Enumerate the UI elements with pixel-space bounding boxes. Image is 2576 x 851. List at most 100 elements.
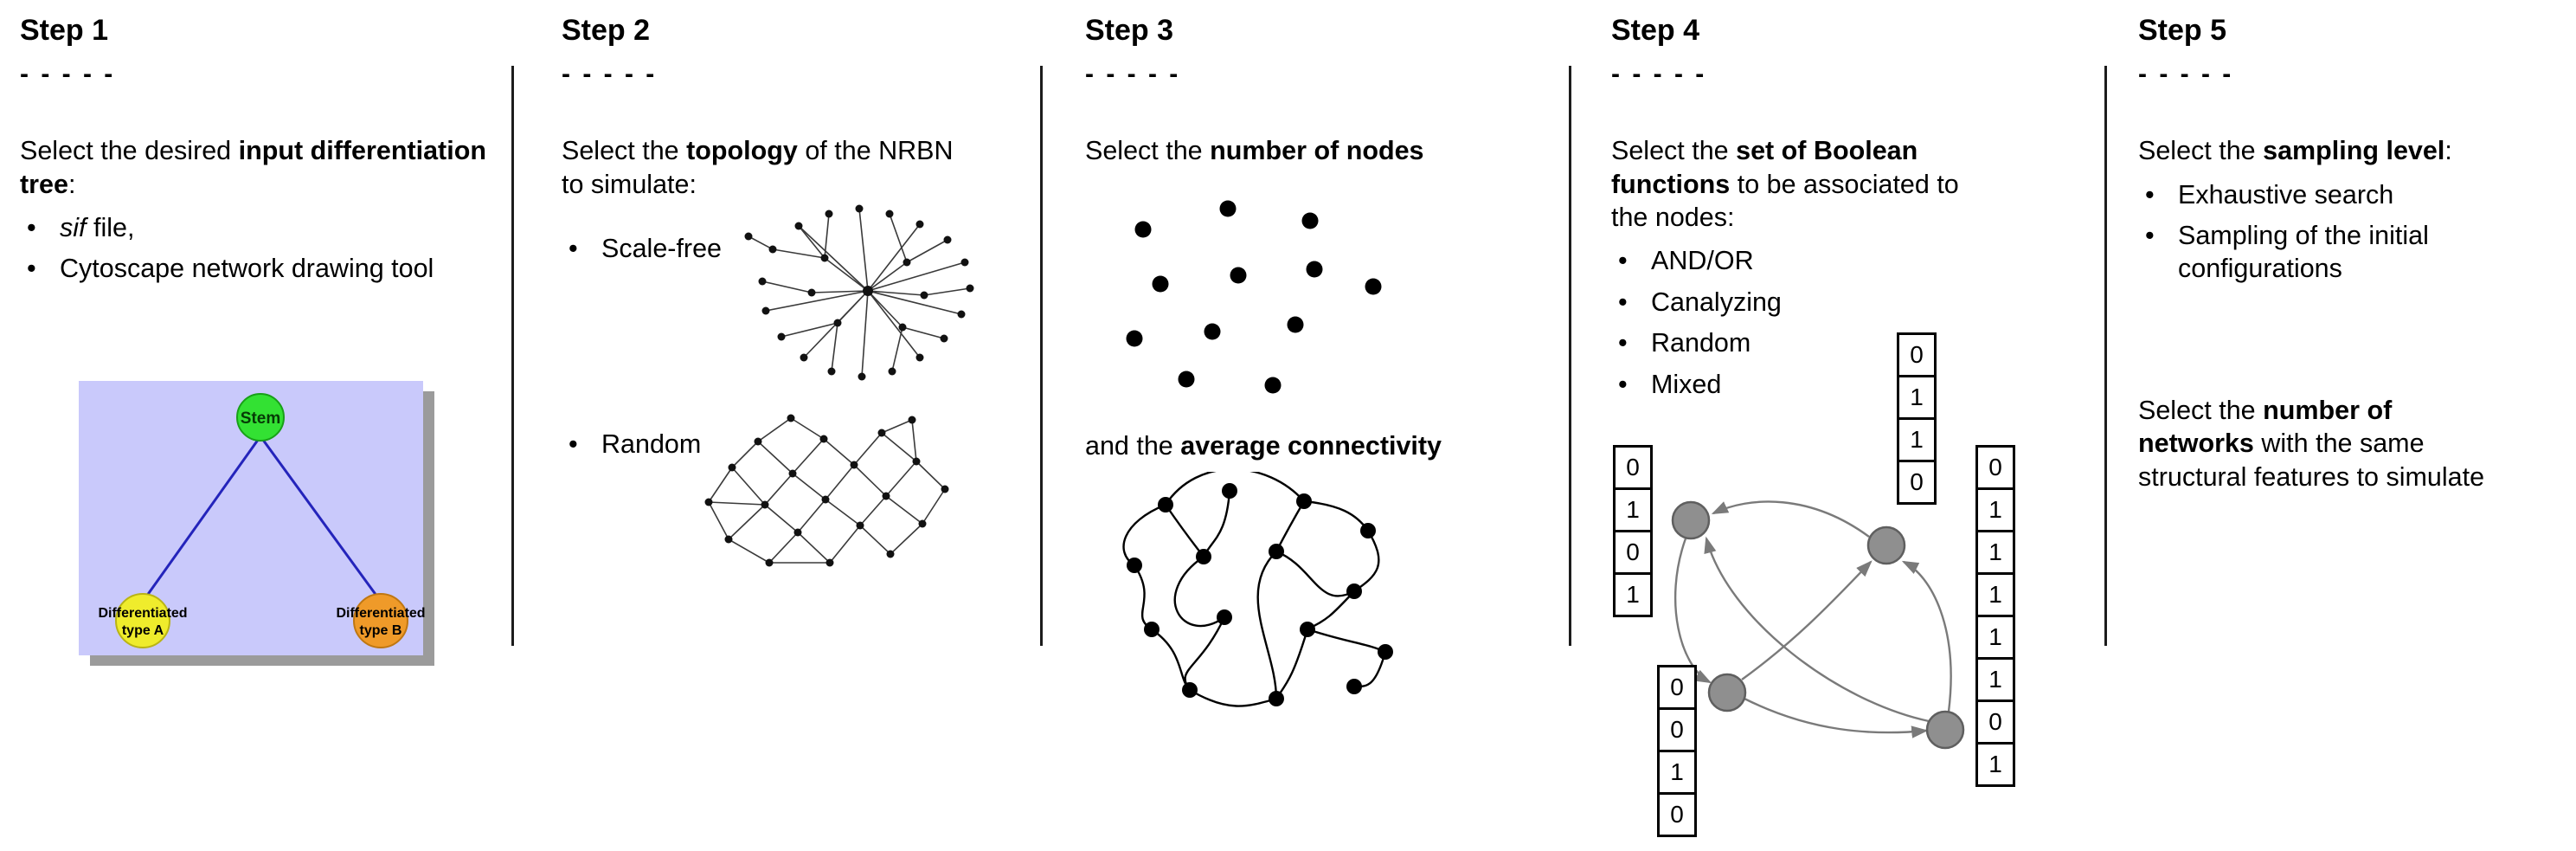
boolean-node-d — [1925, 710, 1965, 750]
connectivity-nodes — [1127, 483, 1393, 706]
bullet-dot: • — [1618, 328, 1628, 358]
truth-cell: 0 — [1657, 665, 1697, 710]
truth-cell: 1 — [1975, 615, 2015, 660]
step4-intro-post: to be associated to the nodes: — [1611, 169, 1959, 232]
step3-line1: Select the number of nodes — [1085, 134, 1557, 167]
random-nodes — [704, 414, 949, 567]
type-a-label-line1: Differentiated — [98, 606, 187, 621]
step5-second-bold2: networks — [2138, 429, 2254, 459]
step2-bullet-scale-free-text: Scale-free — [601, 234, 723, 263]
step1-intro: Select the desired input differentiation… — [20, 134, 494, 201]
column-separator-1 — [511, 66, 514, 646]
nodes-dots-graphic — [1126, 200, 1382, 394]
step3-line1-pre: Select the — [1085, 136, 1211, 166]
truth-table-bottom-left: 0 0 1 0 — [1657, 665, 1697, 837]
step1-intro-pre: Select the desired — [20, 136, 239, 166]
step3-line2-pre: and the — [1085, 431, 1181, 461]
step2-bullet-random: • Random — [562, 428, 838, 461]
step4-bullet-canalyzing-text: Canalyzing — [1651, 287, 1782, 317]
step2-intro-pre: Select the — [562, 136, 687, 166]
step3-line2: and the average connectivity — [1085, 429, 1442, 462]
differentiation-tree-graphic: Stem Differentiated type A Differentiate… — [79, 381, 434, 666]
boolean-network-nodes — [1671, 500, 1965, 750]
step5-dashes: - - - - - — [2138, 60, 2234, 89]
column-separator-2 — [1040, 66, 1043, 646]
boolean-network-graphic — [1671, 500, 1965, 750]
truth-cell: 1 — [1897, 417, 1937, 462]
truth-cell: 0 — [1897, 332, 1937, 377]
step5-intro-pre: Select the — [2138, 136, 2264, 166]
truth-cell: 1 — [1975, 742, 2015, 787]
sif-rest: file, — [86, 212, 135, 242]
step5-bullets: • Exhaustive search • Sampling of the in… — [2138, 178, 2571, 286]
connectivity-graph-graphic — [1122, 472, 1393, 707]
step2-bullet-scale-free: • Scale-free — [562, 232, 838, 265]
bullet-dot: • — [1618, 287, 1628, 317]
step1-intro-post: : — [67, 169, 76, 199]
truth-table-top: 0 1 1 0 — [1897, 332, 1937, 505]
truth-cell: 0 — [1975, 699, 2015, 745]
step5-bullet-exhaustive: • Exhaustive search — [2138, 178, 2571, 211]
type-b-label-line2: type B — [360, 623, 402, 638]
truth-cell: 1 — [1613, 572, 1653, 617]
truth-cell: 0 — [1613, 445, 1653, 490]
step2-intro-bold: topology — [686, 136, 798, 166]
truth-cell: 1 — [1975, 657, 2015, 702]
sif-italic: sif — [60, 212, 87, 242]
step1-bullet-cytoscape-text: Cytoscape network drawing tool — [60, 254, 434, 284]
step4-intro-bold: set of Boolean functions — [1611, 136, 1918, 199]
step2-column: Step 2 - - - - - Select the topology of … — [562, 0, 1033, 851]
step1-bullets: • sif file, • Cytoscape network drawing … — [20, 211, 494, 286]
bullet-dot: • — [27, 212, 36, 242]
step4-bullet-mixed-text: Mixed — [1651, 369, 1722, 399]
step2-intro: Select the topology of the NRBN to simul… — [562, 134, 968, 201]
column-separator-4 — [2104, 66, 2107, 646]
step5-intro-post: : — [2444, 136, 2452, 166]
random-edges — [708, 417, 946, 564]
step5-bullet-sampling: • Sampling of the initial configurations — [2138, 219, 2571, 286]
truth-cell: 0 — [1975, 445, 2015, 490]
step4-bullet-random-text: Random — [1651, 328, 1751, 358]
tree-edge-to-type-a — [143, 435, 262, 600]
type-b-node — [353, 593, 408, 648]
step1-bullet-sif: • sif file, — [20, 211, 494, 244]
step5-second-mid: with the same — [2253, 429, 2425, 459]
bullet-dot: • — [2145, 179, 2155, 210]
arrow-a-to-c — [1674, 538, 1712, 684]
step1-bullet-cytoscape: • Cytoscape network drawing tool — [20, 252, 494, 285]
bullet-dot: • — [569, 429, 578, 459]
truth-table-left: 0 1 0 1 — [1613, 445, 1653, 617]
bullet-dot: • — [1618, 369, 1628, 399]
step5-bullet-sampling-text: Sampling of the initial configurations — [2178, 220, 2429, 284]
truth-cell: 1 — [1897, 375, 1937, 420]
step2-dashes: - - - - - — [562, 60, 658, 89]
truth-cell: 1 — [1613, 487, 1653, 532]
type-b-label-line1: Differentiated — [336, 606, 425, 621]
truth-cell: 1 — [1975, 487, 2015, 532]
truth-cell: 1 — [1975, 530, 2015, 575]
truth-cell: 0 — [1613, 530, 1653, 575]
bullet-dot: • — [1618, 246, 1628, 276]
step5-intro-bold: sampling level — [2263, 136, 2445, 166]
bullet-dot: • — [2145, 220, 2155, 250]
scale-free-network-graphic — [744, 204, 974, 381]
scale-free-edges — [748, 208, 971, 377]
stem-label: Stem — [241, 409, 280, 428]
step4-bullet-random: • Random — [1611, 326, 2096, 359]
step4-intro: Select the set of Boolean functions to b… — [1611, 134, 1985, 234]
step3-dashes: - - - - - — [1085, 60, 1181, 89]
step4-bullet-andor: • AND/OR — [1611, 244, 2096, 277]
step5-second-pre: Select the — [2138, 396, 2264, 425]
column-separator-3 — [1569, 66, 1571, 646]
step1-dashes: - - - - - — [20, 60, 116, 89]
type-a-node — [115, 593, 170, 648]
tree-edges — [143, 435, 381, 600]
step4-bullet-mixed: • Mixed — [1611, 368, 2096, 401]
random-network-graphic — [704, 414, 949, 567]
scale-free-nodes — [744, 204, 974, 381]
step4-intro-pre: Select the — [1611, 136, 1737, 166]
dot-nodes — [1126, 200, 1382, 394]
truth-cell: 0 — [1657, 792, 1697, 837]
stem-node — [236, 393, 285, 442]
